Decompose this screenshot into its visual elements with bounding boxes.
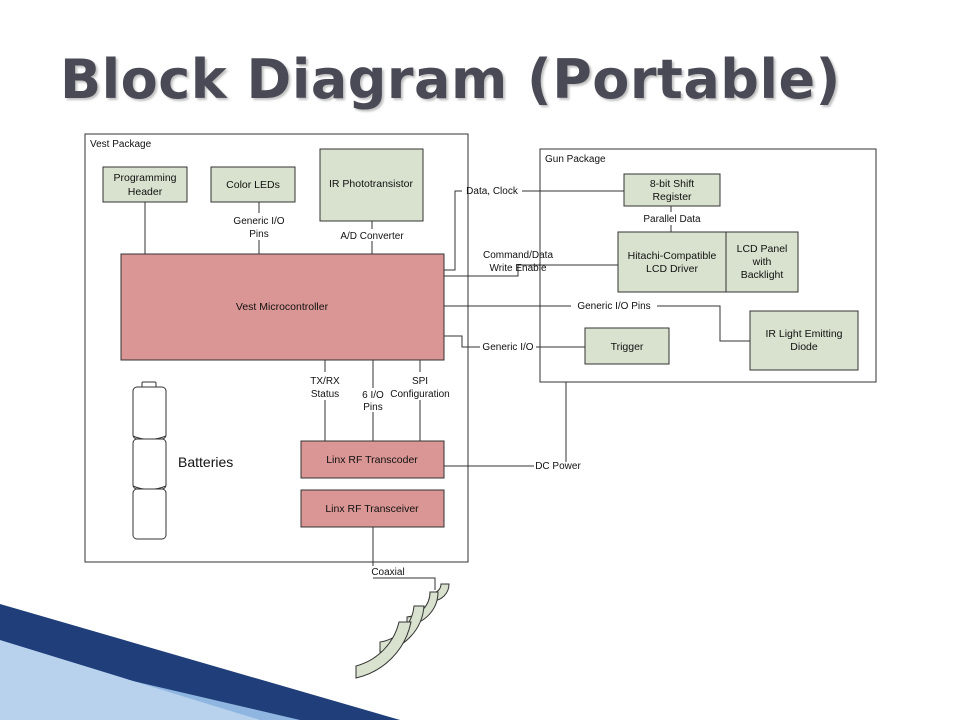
batteries-label: Batteries bbox=[178, 454, 233, 470]
gun-package-label: Gun Package bbox=[545, 154, 606, 165]
ir-led-label-1: IR Light Emitting bbox=[765, 328, 842, 340]
ir-phototransistor-block bbox=[319, 148, 424, 222]
programming-header-label-1: Programming bbox=[113, 172, 176, 184]
lcd-driver-block bbox=[617, 231, 727, 293]
batteries-icon bbox=[132, 381, 167, 540]
shift-register-label-1: 8-bit Shift bbox=[650, 178, 694, 190]
command-data-label-2: Write Enable bbox=[489, 263, 547, 274]
lcd-panel-label-1: LCD Panel bbox=[737, 243, 788, 255]
decorative-swoosh bbox=[0, 604, 400, 720]
lcd-driver-label-1: Hitachi-Compatible bbox=[628, 250, 717, 262]
txrx-status-label-1: TX/RX bbox=[310, 376, 340, 387]
data-clock-label: Data, Clock bbox=[466, 186, 519, 197]
generic-io-pins-label-2: Pins bbox=[249, 229, 268, 240]
programming-header-block bbox=[102, 166, 188, 203]
vest-microcontroller-block bbox=[120, 253, 445, 361]
spi-configuration-label-1: SPI bbox=[412, 376, 428, 387]
ir-phototransistor-label: IR Phototransistor bbox=[329, 178, 414, 190]
vest-microcontroller-label: Vest Microcontroller bbox=[236, 301, 329, 313]
programming-header-label-2: Header bbox=[128, 186, 163, 198]
txrx-status-label-2: Status bbox=[311, 389, 339, 400]
linx-rf-transceiver-block bbox=[300, 489, 445, 528]
ir-led-block bbox=[749, 310, 859, 371]
connector-lines bbox=[144, 190, 750, 590]
lcd-driver-label-2: LCD Driver bbox=[646, 263, 698, 275]
lcd-panel-block bbox=[725, 231, 799, 293]
parallel-data-label: Parallel Data bbox=[643, 214, 701, 225]
slide-title: Block Diagram (Portable) bbox=[60, 48, 841, 111]
coaxial-label: Coaxial bbox=[371, 567, 404, 578]
command-data-label-1: Command/Data bbox=[483, 250, 553, 261]
lcd-panel-label-3: Backlight bbox=[741, 269, 784, 281]
trigger-block bbox=[584, 327, 670, 365]
shift-register-block bbox=[623, 173, 721, 207]
linx-rf-transceiver-label: Linx RF Transceiver bbox=[325, 503, 419, 515]
lcd-panel-label-2: with bbox=[752, 256, 772, 268]
generic-io-pins-label-1: Generic I/O bbox=[233, 216, 284, 227]
wireless-signal-icon bbox=[355, 583, 450, 679]
color-leds-block bbox=[210, 166, 296, 203]
vest-package-label: Vest Package bbox=[90, 139, 152, 150]
linx-rf-transcoder-block bbox=[300, 440, 445, 479]
six-io-pins-label-2: Pins bbox=[363, 402, 382, 413]
parallel-data-mask bbox=[640, 212, 704, 225]
ad-converter-label: A/D Converter bbox=[340, 231, 404, 242]
generic-io-connection-label: Generic I/O bbox=[482, 342, 533, 353]
color-leds-label: Color LEDs bbox=[226, 179, 280, 191]
linx-rf-transcoder-label: Linx RF Transcoder bbox=[326, 454, 418, 466]
trigger-label: Trigger bbox=[611, 341, 644, 353]
generic-io-pins-connection-label: Generic I/O Pins bbox=[577, 301, 650, 312]
ir-led-label-2: Diode bbox=[790, 341, 818, 353]
six-io-pins-label-1: 6 I/O bbox=[362, 390, 384, 401]
shift-register-label-2: Register bbox=[652, 191, 692, 203]
dc-power-label: DC Power bbox=[535, 461, 581, 472]
spi-configuration-label-2: Configuration bbox=[390, 389, 449, 400]
